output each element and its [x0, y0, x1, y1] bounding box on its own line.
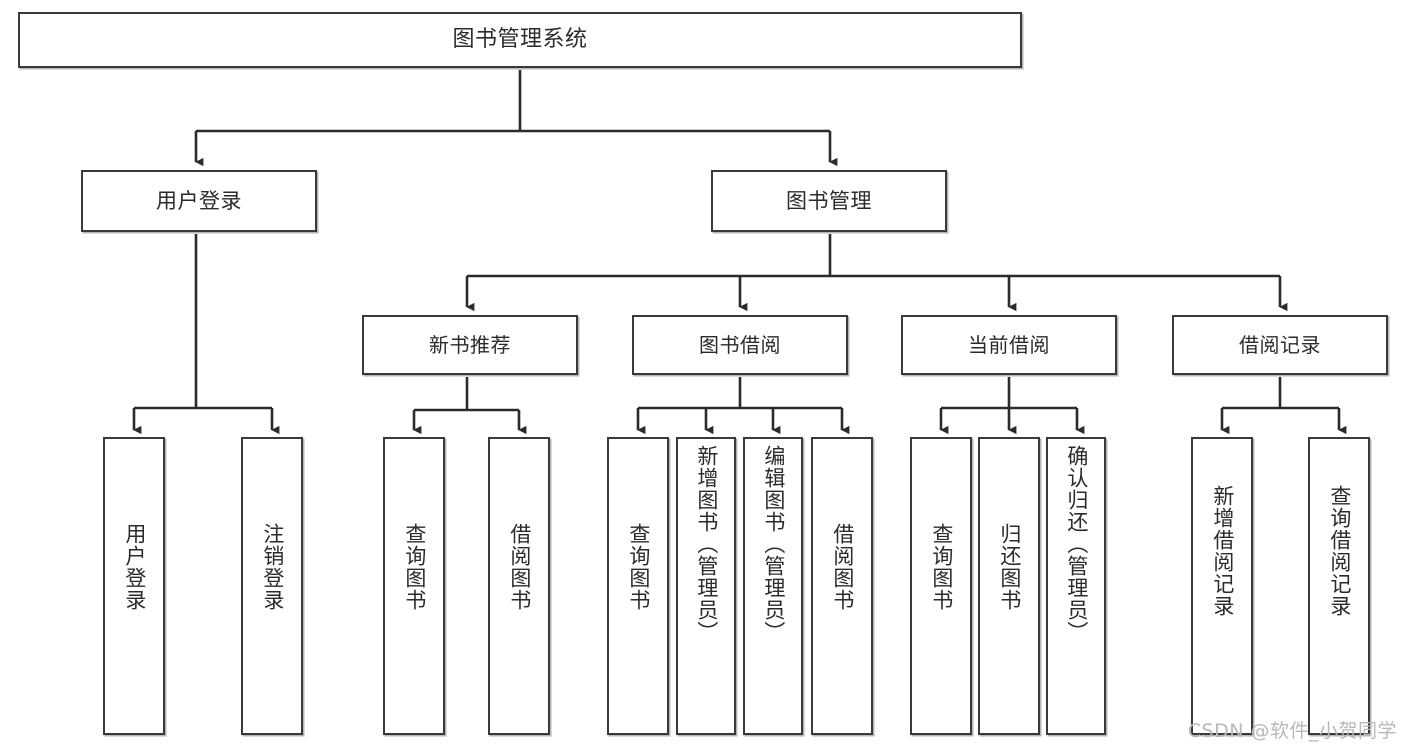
leaf-query-book-borrow[interactable]: 查询图书 [607, 437, 669, 735]
node-label: 借阅记录 [1239, 332, 1321, 357]
node-user-login[interactable]: 用户登录 [81, 170, 317, 232]
node-book-borrow[interactable]: 图书借阅 [632, 315, 848, 375]
node-label: 归还图书 [997, 523, 1022, 611]
node-root-system[interactable]: 图书管理系统 [18, 12, 1022, 68]
csdn-watermark: CSDN @软件_小贺同学 [1187, 720, 1397, 742]
leaf-borrow-book-borrow[interactable]: 借阅图书 [811, 437, 873, 735]
node-new-book-recommend[interactable]: 新书推荐 [362, 315, 578, 375]
node-label: 新增借阅记录 [1210, 485, 1235, 617]
node-current-borrow[interactable]: 当前借阅 [901, 315, 1117, 375]
node-label: 编辑图书（管理员） [761, 445, 786, 643]
node-label: 借阅图书 [507, 523, 532, 611]
node-label: 当前借阅 [968, 332, 1050, 357]
node-label: 查询图书 [929, 523, 954, 611]
node-label: 新书推荐 [429, 332, 511, 357]
node-label: 用户登录 [122, 523, 147, 611]
node-label: 新增图书（管理员） [694, 445, 719, 643]
node-label: 注销登录 [260, 523, 285, 611]
leaf-query-book-recommend[interactable]: 查询图书 [383, 437, 445, 735]
node-label: 图书借阅 [699, 332, 781, 357]
node-label: 查询借阅记录 [1327, 485, 1352, 617]
node-label: 用户登录 [156, 188, 242, 213]
leaf-add-book-admin[interactable]: 新增图书（管理员） [676, 437, 736, 735]
leaf-return-book[interactable]: 归还图书 [978, 437, 1040, 735]
leaf-borrow-book-recommend[interactable]: 借阅图书 [488, 437, 550, 735]
node-label: 图书管理系统 [452, 27, 588, 53]
leaf-user-login[interactable]: 用户登录 [103, 437, 165, 735]
node-book-management[interactable]: 图书管理 [711, 170, 947, 232]
node-label: 确认归还（管理员） [1064, 445, 1089, 643]
leaf-query-book-current[interactable]: 查询图书 [910, 437, 972, 735]
leaf-logout-login[interactable]: 注销登录 [241, 437, 303, 735]
leaf-add-borrow-record[interactable]: 新增借阅记录 [1191, 437, 1253, 735]
node-label: 查询图书 [402, 523, 427, 611]
leaf-edit-book-admin[interactable]: 编辑图书（管理员） [743, 437, 803, 735]
node-label: 查询图书 [626, 523, 651, 611]
node-borrow-record[interactable]: 借阅记录 [1172, 315, 1388, 375]
leaf-query-borrow-record[interactable]: 查询借阅记录 [1308, 437, 1370, 735]
node-label: 图书管理 [786, 188, 872, 213]
node-label: 借阅图书 [830, 523, 855, 611]
leaf-confirm-return-admin[interactable]: 确认归还（管理员） [1046, 437, 1106, 735]
